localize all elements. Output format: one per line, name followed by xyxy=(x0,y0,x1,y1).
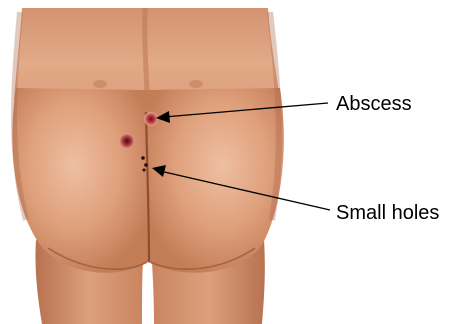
abscess-lesion-icon xyxy=(144,112,158,126)
pit-hole-icon xyxy=(143,169,146,172)
right-sacral-dimple xyxy=(189,80,203,88)
left-buttock xyxy=(12,88,148,273)
small-holes-label: Small holes xyxy=(336,202,439,224)
abscess-lesion-icon xyxy=(119,133,135,149)
abscess-label: Abscess xyxy=(336,93,412,115)
left-sacral-dimple xyxy=(93,80,107,88)
pit-hole-icon xyxy=(141,156,145,160)
body-illustration xyxy=(12,8,283,324)
pit-hole-icon xyxy=(144,163,148,167)
